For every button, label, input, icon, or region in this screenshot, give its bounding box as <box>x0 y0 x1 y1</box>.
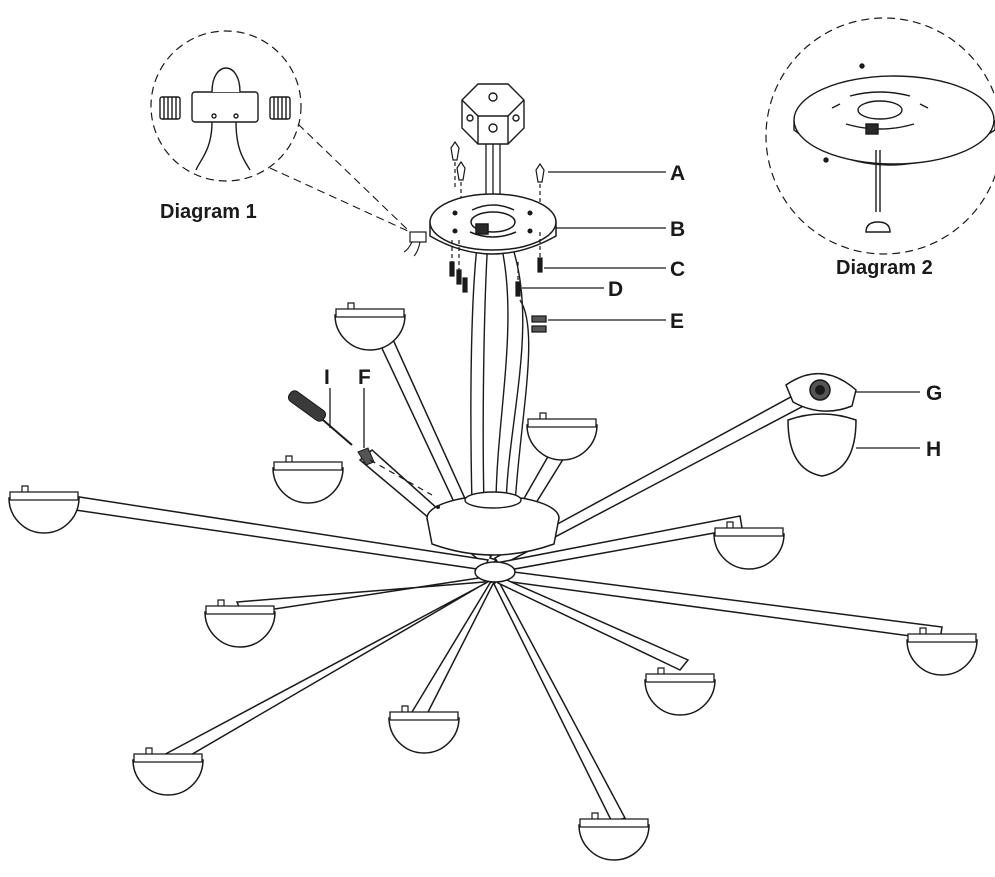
stem-wires <box>470 237 530 506</box>
callout-e: E <box>670 310 684 333</box>
screw-guide-line <box>369 459 433 496</box>
canopy-b <box>429 193 557 255</box>
globe-h <box>787 413 857 477</box>
screwdriver-i <box>287 390 353 446</box>
callout-g: G <box>926 382 942 405</box>
inset-diagram-1 <box>150 30 427 257</box>
globe <box>713 521 785 570</box>
callout-c: C <box>670 258 685 281</box>
hub-center-cap <box>474 561 516 583</box>
globe <box>204 599 276 648</box>
globe <box>644 667 716 716</box>
callout-d: D <box>608 278 623 301</box>
leader-lines <box>329 171 920 449</box>
caption-diagram-2: Diagram 2 <box>836 257 933 279</box>
globe <box>526 412 598 461</box>
hub <box>426 491 560 583</box>
arm <box>493 578 627 823</box>
wire-connectors-e <box>531 315 547 333</box>
callout-i: I <box>324 366 330 389</box>
globe <box>906 627 978 676</box>
screws-c-d <box>449 232 543 297</box>
callout-f: F <box>358 366 371 389</box>
screws-a <box>450 140 545 202</box>
inset-diagram-2 <box>765 17 995 255</box>
globe <box>132 747 204 796</box>
arm <box>235 575 493 615</box>
globe <box>8 485 80 534</box>
socket-cup-g <box>785 373 857 412</box>
globe <box>578 812 650 861</box>
callout-h: H <box>926 438 941 461</box>
callout-a: A <box>670 162 685 185</box>
junction-box <box>461 83 525 145</box>
globe <box>272 455 344 504</box>
callout-b: B <box>670 218 685 241</box>
caption-diagram-1: Diagram 1 <box>160 201 257 223</box>
globe <box>388 705 460 754</box>
